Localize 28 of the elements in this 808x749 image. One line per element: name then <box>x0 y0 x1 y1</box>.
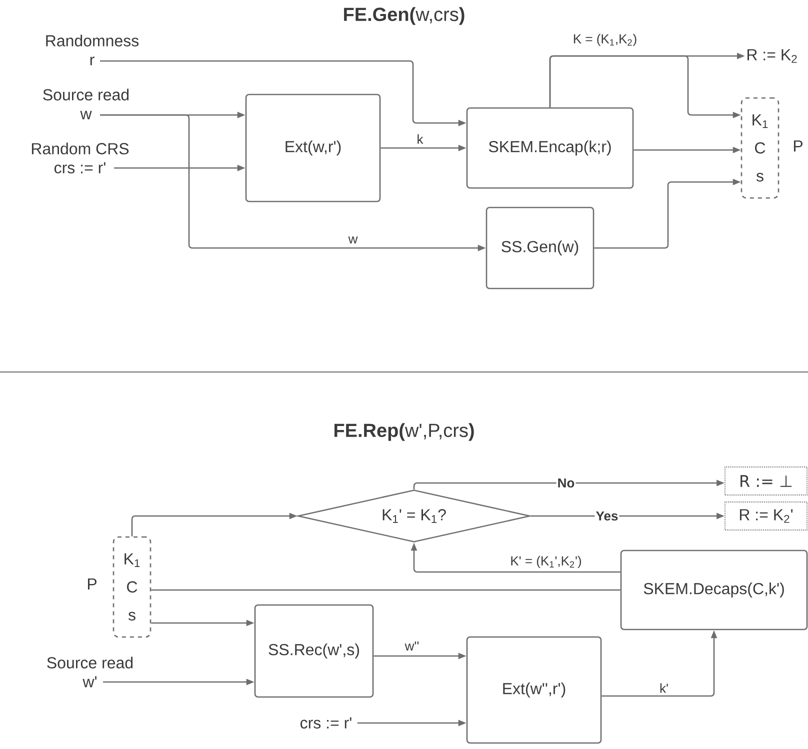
process-box: SKEM.Decaps(C,k') <box>620 550 808 630</box>
title: FE.Gen(w,crs) <box>344 7 464 25</box>
parameter-label: P <box>794 140 802 152</box>
parameter-label: P <box>88 578 96 590</box>
edge-label: K = (K$_{1}$,K$_{2}$) <box>572 32 638 48</box>
edge-label: k <box>416 133 424 145</box>
output-label: R := K$_{2}$ <box>748 49 797 63</box>
edge-label: w'' <box>404 640 420 652</box>
edge-label: No <box>556 477 576 489</box>
process-box: SS.Gen(w) <box>486 206 594 290</box>
process-box: Ext(w,r') <box>245 94 381 202</box>
edge-label: k' <box>658 682 670 694</box>
title: FE.Rep(w',P,crs) <box>334 423 474 441</box>
input-label: Source read w <box>43 88 129 120</box>
parameter-box: K$_{1}$ C s <box>112 536 152 638</box>
edge-label: Yes <box>594 510 620 522</box>
edge-label: K' = (K$_{1}$',K$_{2}$') <box>509 554 583 570</box>
edge-label: w <box>347 236 359 244</box>
parameter-box: K$_{1}$ C s <box>740 97 780 199</box>
input-label: Source read w' <box>47 656 133 688</box>
output-box: R := K$_{2}$' <box>724 502 808 530</box>
process-box: SS.Rec(w',s) <box>254 604 374 698</box>
input-label: Randomness r <box>46 34 139 66</box>
output-box: R := ⊥ <box>724 466 808 496</box>
input-label: crs := r' <box>300 717 352 729</box>
process-box: Ext(w'',r') <box>466 636 602 744</box>
process-box: SKEM.Encap(k;r) <box>466 107 634 189</box>
input-label: Random CRS crs := r' <box>32 142 129 174</box>
